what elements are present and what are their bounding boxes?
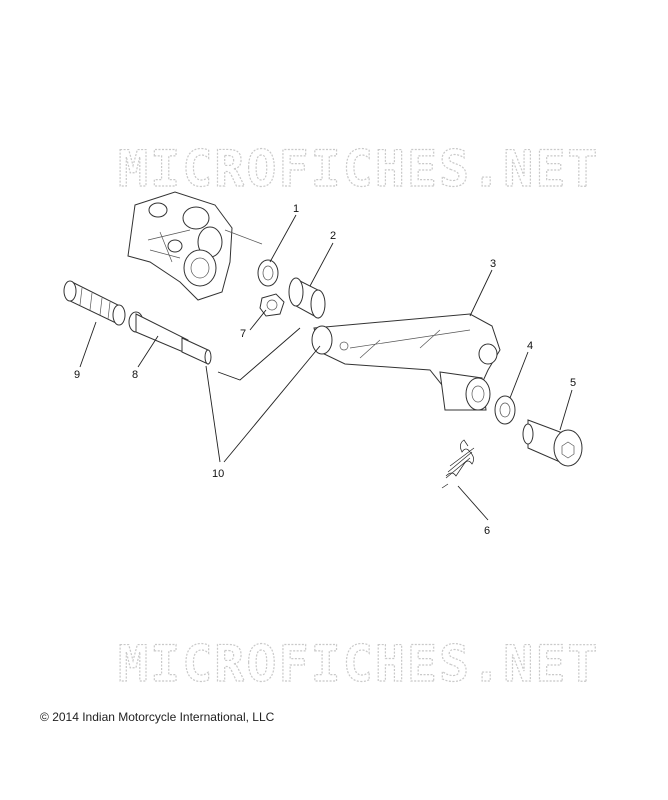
part-4-washer [494,395,516,425]
callout-10: 10 [212,468,224,480]
callout-7: 7 [240,328,246,340]
caliper-housing [127,191,263,301]
callout-4: 4 [527,340,533,352]
watermark-top: MICROFICHES.NET [117,140,600,199]
watermark-bottom: MICROFICHES.NET [117,635,600,694]
part-8-pin [128,311,212,365]
part-3-brake-lever [311,313,501,411]
part-5-bolt [522,419,583,467]
watermark-text-bottom: MICROFICHES.NET [118,635,600,693]
callout-labels: 1 2 3 4 5 6 7 8 9 10 [74,203,576,537]
copyright-text: 2014 Indian Motorcycle International, LL… [52,710,275,724]
callout-8: 8 [132,369,138,381]
callout-6: 6 [484,525,490,537]
part-9-peg-rubber [63,280,126,326]
part-1-washer [257,259,279,287]
callout-3: 3 [490,258,496,270]
part-6-spring [441,439,475,489]
watermark-text-top: MICROFICHES.NET [118,140,600,198]
callout-1: 1 [293,203,299,215]
callout-2: 2 [330,230,336,242]
leader-lines [79,214,573,521]
copyright-notice: © 2014 Indian Motorcycle International, … [40,710,274,724]
part-2-bushing [288,277,326,319]
callout-5: 5 [570,377,576,389]
copyright-symbol: © [40,710,49,724]
callout-9: 9 [74,369,80,381]
